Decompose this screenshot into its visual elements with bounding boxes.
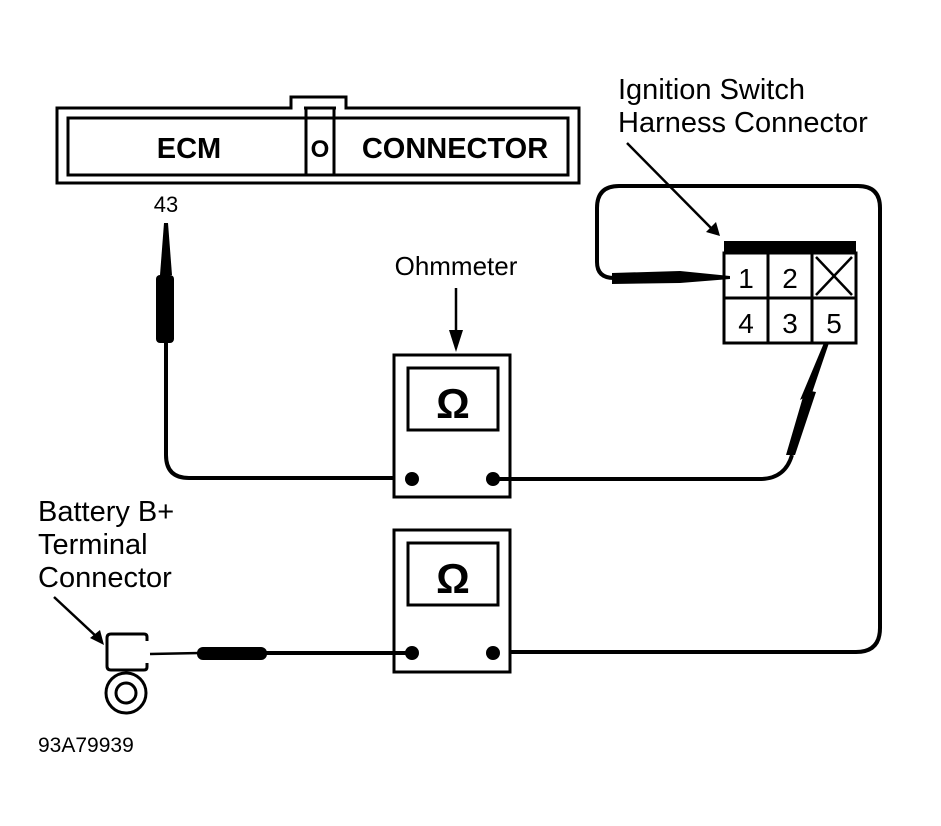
ohmmeter-1: Ohmmeter Ω (392, 251, 518, 499)
battery-label-line3: Connector (38, 562, 172, 594)
pin-3: 3 (782, 308, 798, 339)
ohmmeter-1-terminal-left (405, 472, 419, 486)
connector-label: CONNECTOR (362, 133, 548, 165)
pin-4: 4 (738, 308, 754, 339)
probe-ecm-pin-43 (156, 223, 413, 480)
ohmmeter-2-terminal-right (486, 646, 500, 660)
pin-2: 2 (782, 263, 798, 294)
figure-id: 93A79939 (38, 734, 134, 757)
ohmmeter-2: Ω (392, 528, 512, 674)
ecm-key-symbol: O (311, 136, 330, 163)
probe-battery-terminal (149, 647, 412, 660)
pin-1: 1 (738, 263, 754, 294)
blank-pin-x-icon (815, 256, 853, 296)
ignition-switch-connector: Ignition Switch Harness Connector 1 2 4 … (618, 74, 868, 345)
ecm-connector: ECM O CONNECTOR 43 (55, 95, 581, 217)
ecm-pin-label: 43 (154, 192, 178, 217)
probe-ignition-pin-1 (493, 184, 882, 654)
ignition-label-line1: Ignition Switch (618, 74, 805, 106)
battery-label-line2: Terminal (38, 529, 148, 561)
ohm-symbol: Ω (436, 380, 470, 427)
battery-terminal-connector: Battery B+ Terminal Connector (38, 496, 174, 715)
ignition-label-line2: Harness Connector (618, 107, 868, 139)
battery-label-line1: Battery B+ (38, 496, 174, 528)
ohm-symbol: Ω (436, 555, 470, 602)
ecm-label: ECM (157, 133, 221, 165)
probe-ignition-pin-5 (493, 338, 830, 481)
ohmmeter-label: Ohmmeter (395, 251, 518, 281)
pin-5: 5 (826, 308, 842, 339)
